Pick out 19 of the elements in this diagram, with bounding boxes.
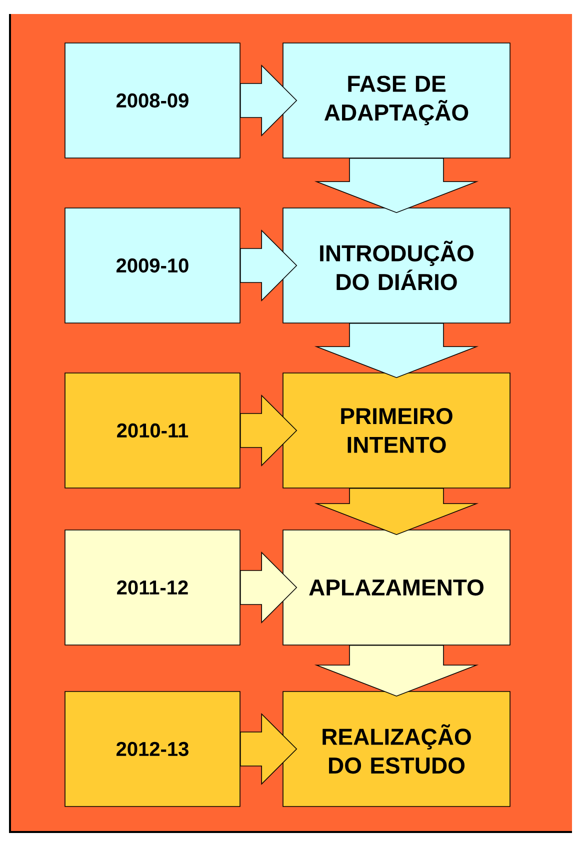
phase-box: INTRODUÇÃO DO DIÁRIO bbox=[282, 208, 510, 324]
block-arrow bbox=[314, 488, 479, 536]
phase-box: PRIMEIRO INTENTO bbox=[282, 372, 510, 488]
year-box: 2008-09 bbox=[64, 42, 240, 158]
block-arrow bbox=[240, 394, 298, 466]
phase-box: APLAZAMENTO bbox=[282, 530, 510, 646]
year-box: 2010-11 bbox=[64, 372, 240, 488]
block-arrow bbox=[240, 552, 298, 624]
year-box: 2011-12 bbox=[64, 530, 240, 646]
year-box: 2009-10 bbox=[64, 208, 240, 324]
phase-box: REALIZAÇÃO DO ESTUDO bbox=[282, 691, 510, 807]
phase-box: FASE DE ADAPTAÇÃO bbox=[282, 42, 510, 158]
block-arrow bbox=[314, 158, 479, 214]
block-arrow bbox=[240, 230, 298, 302]
year-box: 2012-13 bbox=[64, 691, 240, 807]
block-arrow bbox=[314, 323, 479, 378]
block-arrow bbox=[240, 713, 298, 785]
block-arrow bbox=[240, 64, 298, 136]
block-arrow bbox=[314, 645, 479, 697]
